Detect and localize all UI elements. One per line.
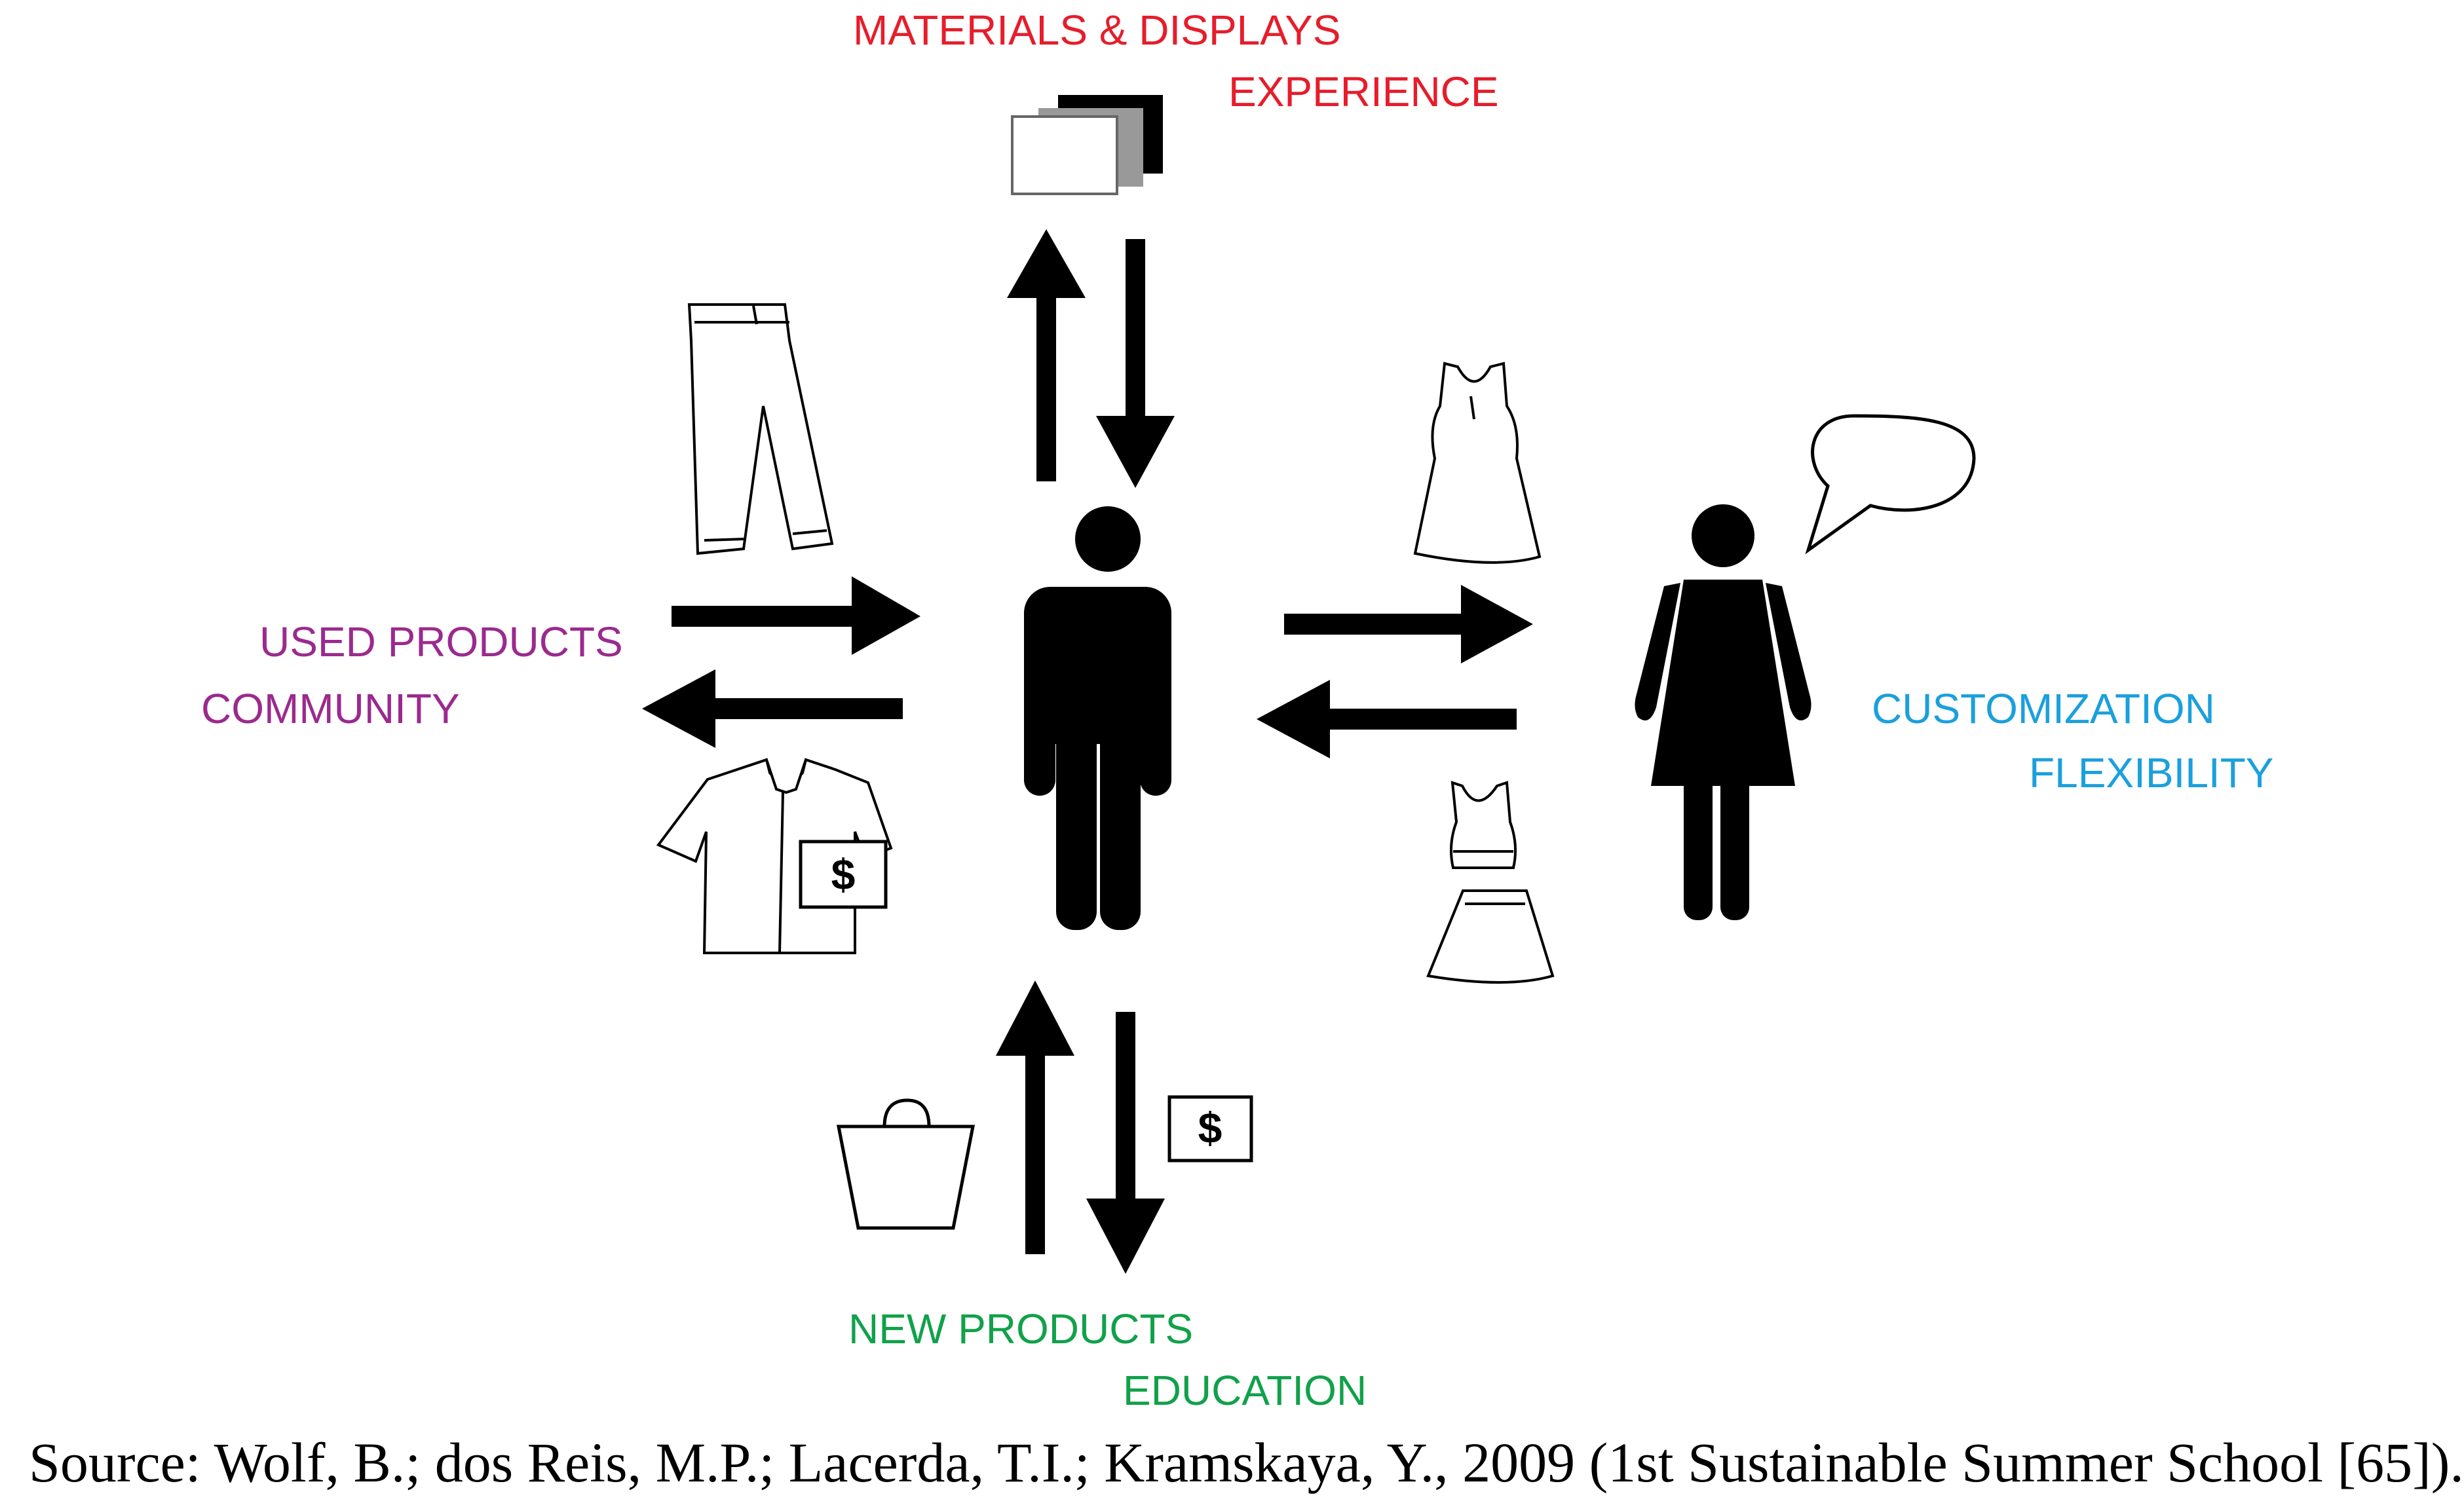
- label-used-products: USED PRODUCTS: [259, 618, 623, 665]
- label-education: EDUCATION: [1123, 1367, 1367, 1414]
- diagram-canvas: $ $: [642, 95, 1976, 1274]
- speech-bubble-icon: [1805, 414, 1976, 555]
- dollar-label: $: [831, 850, 856, 899]
- dress-icon: [1413, 362, 1542, 564]
- material-swatches-icon: [1011, 95, 1163, 195]
- label-new-products: NEW PRODUCTS: [848, 1305, 1194, 1352]
- dollar-label: $: [1198, 1104, 1223, 1152]
- arrow-left-left: [642, 669, 903, 748]
- shopping-bag-icon: [836, 1098, 976, 1230]
- label-community: COMMUNITY: [201, 685, 460, 732]
- arrow-right-right: [1284, 585, 1533, 663]
- diagram-svg: $ $: [642, 95, 1976, 1274]
- arrow-up-bottom: [996, 980, 1074, 1254]
- dollar-bill-icon: $: [799, 840, 888, 909]
- arrow-down-bottom: [1086, 1012, 1165, 1274]
- woman-figure-icon: [1635, 504, 1811, 920]
- arrow-right-left: [672, 576, 920, 655]
- top-and-skirt-icon: [1426, 781, 1555, 984]
- man-figure-icon: [1024, 506, 1171, 930]
- label-customization: CUSTOMIZATION: [1872, 685, 2215, 732]
- label-flexibility: FLEXIBILITY: [2029, 749, 2274, 796]
- arrow-left-right: [1257, 680, 1517, 758]
- label-materials-displays: MATERIALS & DISPLAYS: [853, 7, 1341, 54]
- dollar-bill-icon: $: [1167, 1095, 1253, 1163]
- trousers-icon: [687, 303, 834, 555]
- arrow-up-top: [1007, 229, 1086, 481]
- source-caption: Source: Wolf, B.; dos Reis, M.P.; Lacerd…: [29, 1431, 2464, 1494]
- label-experience: EXPERIENCE: [1228, 68, 1499, 115]
- arrow-down-top: [1096, 239, 1175, 488]
